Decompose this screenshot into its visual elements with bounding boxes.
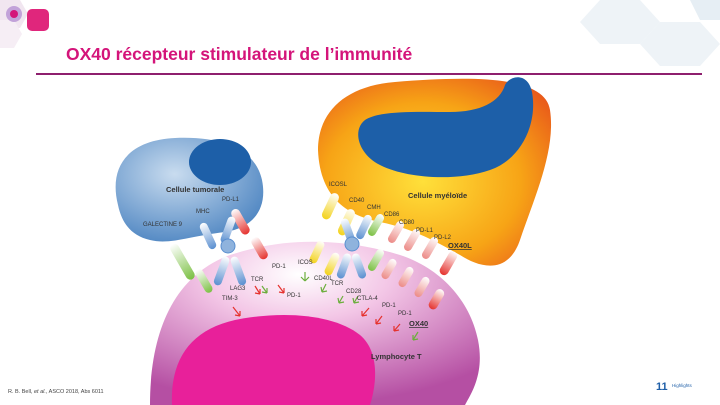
lymphocyte-cell-label: Lymphocyte T [371,352,422,361]
reference-authors: R. B. Bell, [8,389,34,395]
myeloid-cell-nucleus [358,77,534,178]
hexagon-decoration [690,0,720,20]
signal-arrows [232,272,419,341]
label-cd28: CD28 [346,289,362,295]
inhibitory-arrow-icon [393,323,401,332]
label-pd-l2: PD-L2 [434,235,452,241]
slide-title: OX40 récepteur stimulateur de l’immunité [66,44,413,64]
label-galectine9: GALECTINE 9 [143,222,183,228]
lag3-tim3-receptors [195,269,213,293]
title-underline [36,73,702,75]
hexagon-decoration [640,22,720,66]
label-pd-l1-myeloid: PD-L1 [416,228,434,234]
lymphocyte-receptor-bars [309,240,445,310]
label-cd86: CD86 [384,212,400,218]
stimulatory-arrow-icon [352,295,360,304]
label-cmh: CMH [367,205,381,211]
highlights-logo-number: 11 [656,381,668,393]
reference-citation: R. B. Bell, et al., ASCO 2018, Abs 6011 [8,389,104,395]
hexagon-decoration [580,0,660,44]
stimulatory-arrow-icon [337,295,345,304]
tumor-cell-nucleus [189,139,251,185]
lymphocyte-t-nucleus [171,315,376,405]
label-pd-1-right2: PD-1 [398,311,412,317]
inhibitory-arrow-icon [232,306,241,317]
label-ox40l: OX40L [448,241,472,250]
reference-source: , ASCO 2018, Abs 6011 [45,389,104,395]
label-cd40: CD40 [349,198,365,204]
myeloid-ligand-bars [321,193,458,276]
pd-l1-tumor-ligand [231,209,268,260]
mhc-tcr-complex-left [199,216,247,286]
galectine9-ligand [170,243,195,280]
label-lag3: LAG3 [230,286,246,292]
label-tim3: TIM-3 [222,296,238,302]
label-pd-1-right1: PD-1 [382,303,396,309]
inhibitory-arrow-icon [277,284,285,294]
reference-etal: et al. [33,389,46,395]
tumor-cell-label: Cellule tumorale [166,185,224,194]
label-pd-1-left: PD-1 [272,264,286,270]
label-icosl: ICOSL [329,182,348,188]
label-ctla4: CTLA-4 [357,296,378,302]
label-pd-1-center: PD-1 [287,293,301,299]
myeloid-cell-label: Cellule myéloïde [408,191,467,200]
label-cd80: CD80 [399,220,415,226]
inhibitory-arrow-icon [254,285,261,295]
label-mhc: MHC [196,209,210,215]
stimulatory-arrow-icon [261,285,268,294]
label-tcr-right: TCR [331,281,344,287]
label-icos: ICOS [298,260,313,266]
stimulatory-arrow-icon [320,283,328,293]
logo-flower-center-icon [10,10,18,18]
cmh-tcr-complex-right [336,214,372,279]
label-cd40l: CD40L [314,276,333,282]
stimulatory-arrow-icon [300,272,310,282]
inhibitory-arrow-icon [375,315,383,325]
highlights-logo-text: Highlights [672,383,692,388]
highlights-logo: 11 Highlights [656,381,718,401]
label-tcr-left: TCR [251,277,264,283]
stimulatory-arrow-icon [412,331,419,341]
label-pd-l1-tumor: PD-L1 [222,197,240,203]
congress-logo [27,9,49,31]
label-ox40: OX40 [409,319,428,328]
hexagon-decoration [0,20,22,48]
inhibitory-arrow-icon [361,307,370,317]
